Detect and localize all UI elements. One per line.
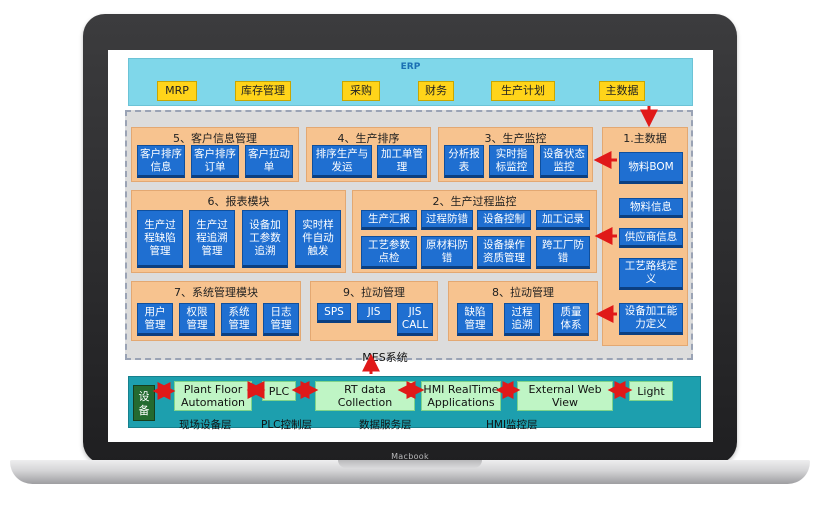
module-pull-9-title: 9、拉动管理 bbox=[343, 286, 405, 299]
box-material-bom[interactable]: 物料BOM bbox=[619, 152, 683, 184]
layer-field-device: 现场设备层 bbox=[179, 419, 232, 431]
module-master-data-title: 1.主数据 bbox=[623, 132, 667, 145]
module-sequencing-title: 4、生产排序 bbox=[337, 132, 400, 145]
box-system-mgmt[interactable]: 系统管理 bbox=[221, 303, 257, 336]
module-process: 2、生产过程监控 生产汇报 过程防错 设备控制 加工记录 工艺参数点检 原材料防… bbox=[352, 190, 597, 273]
module-sequencing: 4、生产排序 排序生产与发运 加工单管理 bbox=[306, 127, 431, 182]
box-quality-system[interactable]: 质量体系 bbox=[553, 303, 589, 336]
box-realtime-kpi[interactable]: 实时指标监控 bbox=[489, 145, 534, 178]
erp-inventory-button[interactable]: 库存管理 bbox=[235, 81, 291, 101]
layer-hmi-monitor: HMI监控层 bbox=[486, 419, 538, 431]
box-customer-seq-order[interactable]: 客户排序订单 bbox=[191, 145, 239, 178]
arrows-layer bbox=[152, 106, 658, 400]
box-error-proof[interactable]: 过程防错 bbox=[421, 210, 473, 230]
box-light[interactable]: Light bbox=[629, 381, 673, 401]
box-hmi[interactable]: HMI RealTime Applications bbox=[421, 381, 501, 411]
module-system: 7、系统管理模块 用户管理 权限管理 系统管理 日志管理 bbox=[131, 281, 301, 341]
erp-purchase-button[interactable]: 采购 bbox=[342, 81, 380, 101]
laptop-brand-label: Macbook bbox=[391, 452, 429, 461]
box-process-record[interactable]: 加工记录 bbox=[536, 210, 590, 230]
module-system-title: 7、系统管理模块 bbox=[174, 286, 258, 299]
box-sps[interactable]: SPS bbox=[317, 303, 351, 323]
box-permission-mgmt[interactable]: 权限管理 bbox=[179, 303, 215, 336]
module-pull-8: 8、拉动管理 缺陷管理 过程追溯 质量体系 bbox=[448, 281, 598, 341]
box-defect-mgmt[interactable]: 生产过程缺陷管理 bbox=[137, 210, 183, 268]
box-defect-mgmt-8[interactable]: 缺陷管理 bbox=[457, 303, 493, 336]
module-master-data: 1.主数据 物料BOM 物料信息 供应商信息 工艺路线定义 设备加工能力定义 bbox=[602, 127, 688, 346]
erp-mrp-button[interactable]: MRP bbox=[157, 81, 197, 101]
box-user-mgmt[interactable]: 用户管理 bbox=[137, 303, 173, 336]
box-supplier-info[interactable]: 供应商信息 bbox=[619, 228, 683, 248]
box-log-mgmt[interactable]: 日志管理 bbox=[263, 303, 299, 336]
module-pull-8-title: 8、拉动管理 bbox=[492, 286, 554, 299]
module-customer-title: 5、客户信息管理 bbox=[173, 132, 257, 145]
erp-master-data-button[interactable]: 主数据 bbox=[599, 81, 645, 101]
laptop-notch bbox=[338, 460, 482, 468]
box-trace-mgmt[interactable]: 生产过程追溯管理 bbox=[189, 210, 235, 268]
layer-plc-control: PLC控制层 bbox=[261, 419, 313, 431]
module-customer: 5、客户信息管理 客户排序信息 客户排序订单 客户拉动单 bbox=[131, 127, 299, 182]
box-web-view[interactable]: External Web View bbox=[517, 381, 613, 411]
box-material-error-proof[interactable]: 原材料防错 bbox=[421, 236, 473, 269]
box-jis[interactable]: JIS bbox=[357, 303, 391, 323]
box-jis-call[interactable]: JIS CALL bbox=[397, 303, 433, 336]
box-param-trace[interactable]: 设备加工参数追溯 bbox=[242, 210, 288, 268]
box-customer-seq-info[interactable]: 客户排序信息 bbox=[137, 145, 185, 178]
erp-finance-button[interactable]: 财务 bbox=[418, 81, 454, 101]
box-device-status[interactable]: 设备状态监控 bbox=[540, 145, 588, 178]
module-process-title: 2、生产过程监控 bbox=[432, 195, 517, 208]
box-sample-trigger[interactable]: 实时样件自动触发 bbox=[295, 210, 341, 268]
box-production-report[interactable]: 生产汇报 bbox=[361, 210, 417, 230]
bottom-band: 设备 Plant Floor Automation PLC RT data Co… bbox=[128, 376, 701, 431]
box-material-info[interactable]: 物料信息 bbox=[619, 198, 683, 218]
box-customer-pull-order[interactable]: 客户拉动单 bbox=[245, 145, 293, 178]
erp-band: ERP MRP 库存管理 采购 财务 生产计划 主数据 bbox=[128, 58, 693, 106]
screen: ERP MRP 库存管理 采购 财务 生产计划 主数据 MES系统 5、客户信息… bbox=[108, 50, 713, 442]
box-seq-production[interactable]: 排序生产与发运 bbox=[312, 145, 372, 178]
module-pull-9: 9、拉动管理 SPS JIS JIS CALL bbox=[310, 281, 438, 341]
box-operator-qualification[interactable]: 设备操作资质管理 bbox=[477, 236, 531, 269]
module-monitor-title: 3、生产监控 bbox=[484, 132, 547, 145]
box-cross-plant-error-proof[interactable]: 跨工厂防错 bbox=[536, 236, 590, 269]
box-plant-floor[interactable]: Plant Floor Automation bbox=[174, 381, 252, 411]
box-device-control[interactable]: 设备控制 bbox=[477, 210, 531, 230]
box-analysis-report[interactable]: 分析报表 bbox=[444, 145, 484, 178]
erp-plan-button[interactable]: 生产计划 bbox=[491, 81, 555, 101]
device-label: 设备 bbox=[133, 385, 155, 421]
module-monitor: 3、生产监控 分析报表 实时指标监控 设备状态监控 bbox=[438, 127, 593, 182]
box-process-trace[interactable]: 过程追溯 bbox=[504, 303, 540, 336]
box-route-definition[interactable]: 工艺路线定义 bbox=[619, 258, 683, 290]
module-report: 6、报表模块 生产过程缺陷管理 生产过程追溯管理 设备加工参数追溯 实时样件自动… bbox=[131, 190, 346, 273]
box-work-order[interactable]: 加工单管理 bbox=[377, 145, 427, 178]
erp-title: ERP bbox=[400, 62, 421, 72]
box-capacity-definition[interactable]: 设备加工能力定义 bbox=[619, 303, 683, 335]
box-plc[interactable]: PLC bbox=[262, 381, 296, 401]
layer-data-service: 数据服务层 bbox=[359, 419, 412, 431]
module-report-title: 6、报表模块 bbox=[207, 195, 270, 208]
box-param-check[interactable]: 工艺参数点检 bbox=[361, 236, 417, 269]
